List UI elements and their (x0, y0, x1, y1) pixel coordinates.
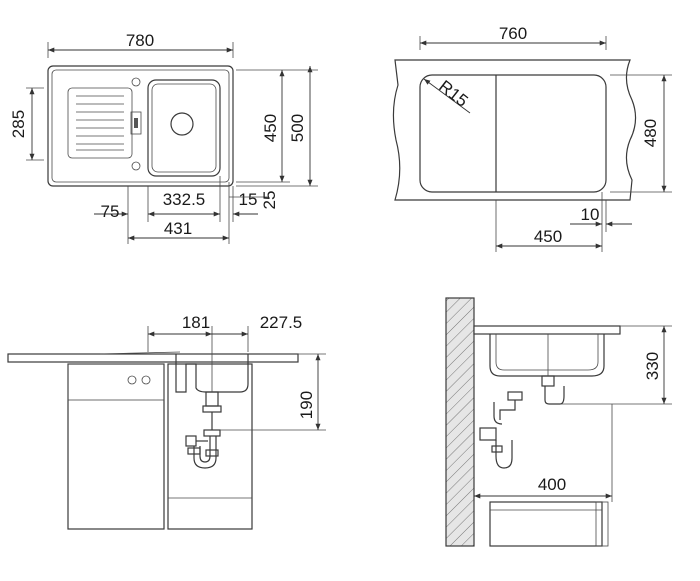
dim-25-label: 25 (260, 191, 279, 210)
dim-431-label: 431 (164, 219, 192, 238)
knob-icon (127, 375, 137, 385)
dim-10-label: 10 (581, 205, 600, 224)
sink-outline (47, 65, 234, 187)
dim-760-label: 760 (499, 24, 527, 43)
radius-r15-label: R15 (435, 77, 471, 111)
dim-181-label: 181 (182, 313, 210, 332)
worktop-side (473, 325, 621, 335)
drainer-area (67, 87, 133, 159)
dim-285-label: 285 (9, 110, 28, 138)
dim-480-label: 480 (641, 119, 660, 147)
dim-450-label: 450 (261, 114, 280, 142)
wall-section (445, 297, 475, 547)
dim-450-right-label: 450 (534, 227, 562, 246)
dim-400-label: 400 (538, 475, 566, 494)
cutout-template-view: R15 760 480 10 450 (392, 24, 672, 252)
dim-15-label: 15 (239, 190, 258, 209)
knob-icon (141, 375, 151, 385)
drainer-ribs (76, 95, 124, 151)
dim-227-label: 227.5 (260, 313, 303, 332)
sink-cabinet (167, 363, 253, 530)
sink-plan-view: 780 285 450 500 75 332.5 15 25 431 (9, 31, 318, 244)
cutout-outline (419, 74, 607, 193)
dim-332-label: 332.5 (163, 190, 206, 209)
overflow-slot (130, 111, 142, 135)
dim-190-label: 190 (297, 391, 316, 419)
waste-trap-icon (185, 391, 222, 469)
bowl-section (175, 354, 249, 393)
dim-75-label: 75 (101, 202, 120, 221)
cabinet-base (489, 501, 603, 547)
bowl-outline (147, 79, 221, 177)
template-sheet (392, 59, 637, 201)
dim-500-label: 500 (288, 114, 307, 142)
dishwasher-cabinet (67, 363, 165, 530)
dim-780-label: 780 (126, 31, 154, 50)
drain-hole-icon (170, 112, 194, 136)
front-install-view: 181 227.5 190 (7, 313, 326, 530)
side-install-view: 330 400 (445, 297, 672, 547)
dim-330-label: 330 (643, 352, 662, 380)
tap-hole-icon (131, 77, 141, 87)
waste-trap-side-icon (479, 334, 565, 469)
tap-hole-icon (131, 161, 141, 171)
worktop (7, 353, 299, 363)
